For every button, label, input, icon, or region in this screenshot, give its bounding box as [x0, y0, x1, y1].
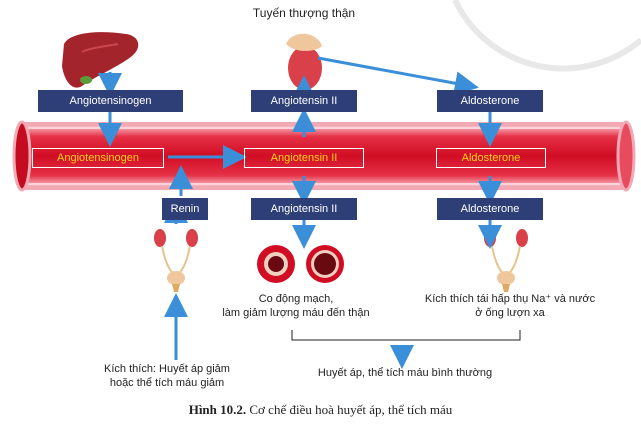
vasoconstriction-line2: làm giảm lượng máu đến thận — [222, 307, 370, 319]
caption-text: Cơ chế điều hoà huyết áp, thể tích máu — [249, 402, 453, 417]
reabsorption-line2: ở ống lượn xa — [475, 307, 545, 319]
stimulus-line1: Kích thích: Huyết áp giảm — [104, 363, 230, 375]
result-text: Huyết áp, thể tích máu bình thường — [317, 367, 493, 379]
reabsorption-line1: Kích thích tái hấp thụ Na⁺ và nước — [424, 293, 596, 305]
reabsorption-text: Kích thích tái hấp thụ Na⁺ và nước ở ống… — [392, 292, 628, 320]
stimulus-line2: hoặc thể tích máu giảm — [109, 377, 225, 389]
kidney-left-icon — [154, 229, 198, 292]
box-renin: Renin — [162, 198, 208, 220]
artery-cross-section-icon — [257, 245, 344, 283]
box-aldosterone-top: Aldosterone — [437, 90, 543, 112]
background-arc — [452, 0, 641, 72]
adrenal-gland-label: Tuyến thượng thận — [252, 6, 356, 20]
box-angiotensin2-bottom: Angiotensin II — [251, 198, 357, 220]
vasoconstriction-line1: Co động mạch, — [258, 293, 334, 305]
vasoconstriction-text: Co động mạch, làm giảm lượng máu đến thậ… — [196, 292, 396, 320]
box-angiotensin2-top: Angiotensin II — [251, 90, 357, 112]
figure-caption: Hình 10.2. Cơ chế điều hoà huyết áp, thể… — [0, 402, 641, 418]
liver-icon — [62, 32, 139, 88]
box-aldosterone-bottom: Aldosterone — [437, 198, 543, 220]
vessel-label-angiotensin2: Angiotensin II — [244, 148, 364, 168]
box-angiotensinogen-top: Angiotensinogen — [38, 90, 183, 112]
stimulus-text: Kích thích: Huyết áp giảm hoặc thể tích … — [82, 362, 252, 390]
vessel-label-angiotensinogen: Angiotensinogen — [32, 148, 164, 168]
vessel-label-aldosterone: Aldosterone — [436, 148, 546, 168]
arrows — [98, 56, 502, 369]
outcome-bracket — [291, 330, 521, 341]
caption-label: Hình 10.2. — [188, 402, 247, 417]
blood-vessel — [12, 120, 636, 192]
adrenal-gland-icon — [286, 33, 322, 90]
